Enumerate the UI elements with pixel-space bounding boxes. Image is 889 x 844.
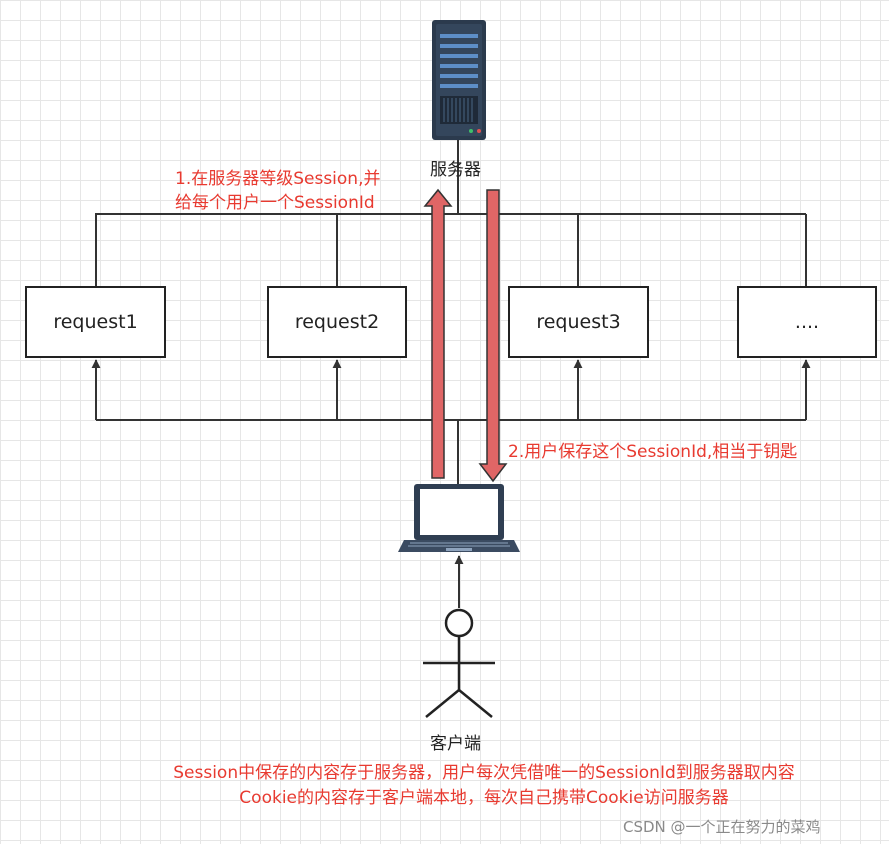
note-line2: Cookie的内容存于客户端本地，每次自己携带Cookie访问服务器 <box>239 788 729 808</box>
server-icon <box>432 20 486 140</box>
request-label-4: .... <box>794 311 820 333</box>
client-request-bus <box>91 359 811 484</box>
watermark: CSDN @一个正在努力的菜鸡 <box>623 818 821 836</box>
step1-annotation-line1: 1.在服务器等级Session,并 <box>175 169 381 189</box>
request-label-2: request2 <box>294 311 380 333</box>
user-icon <box>423 608 495 718</box>
request-box-4: .... <box>737 286 877 358</box>
step2-annotation: 2.用户保存这个SessionId,相当于钥匙 <box>508 442 798 462</box>
register-session-arrow <box>423 188 453 479</box>
server-request-bus <box>95 140 807 287</box>
request-box-3: request3 <box>508 286 649 358</box>
request-box-1: request1 <box>25 286 166 358</box>
note-line1: Session中保存的内容存于服务器，用户每次凭借唯一的SessionId到服务… <box>173 763 795 783</box>
request-label-3: request3 <box>536 311 621 333</box>
server-label: 服务器 <box>430 160 481 180</box>
step1-annotation-line2: 给每个用户一个SessionId <box>175 193 375 213</box>
request-label-1: request1 <box>53 311 138 333</box>
store-session-arrow <box>478 189 508 483</box>
laptop-icon <box>398 484 520 552</box>
client-label: 客户端 <box>430 734 481 754</box>
request-box-2: request2 <box>267 286 407 358</box>
